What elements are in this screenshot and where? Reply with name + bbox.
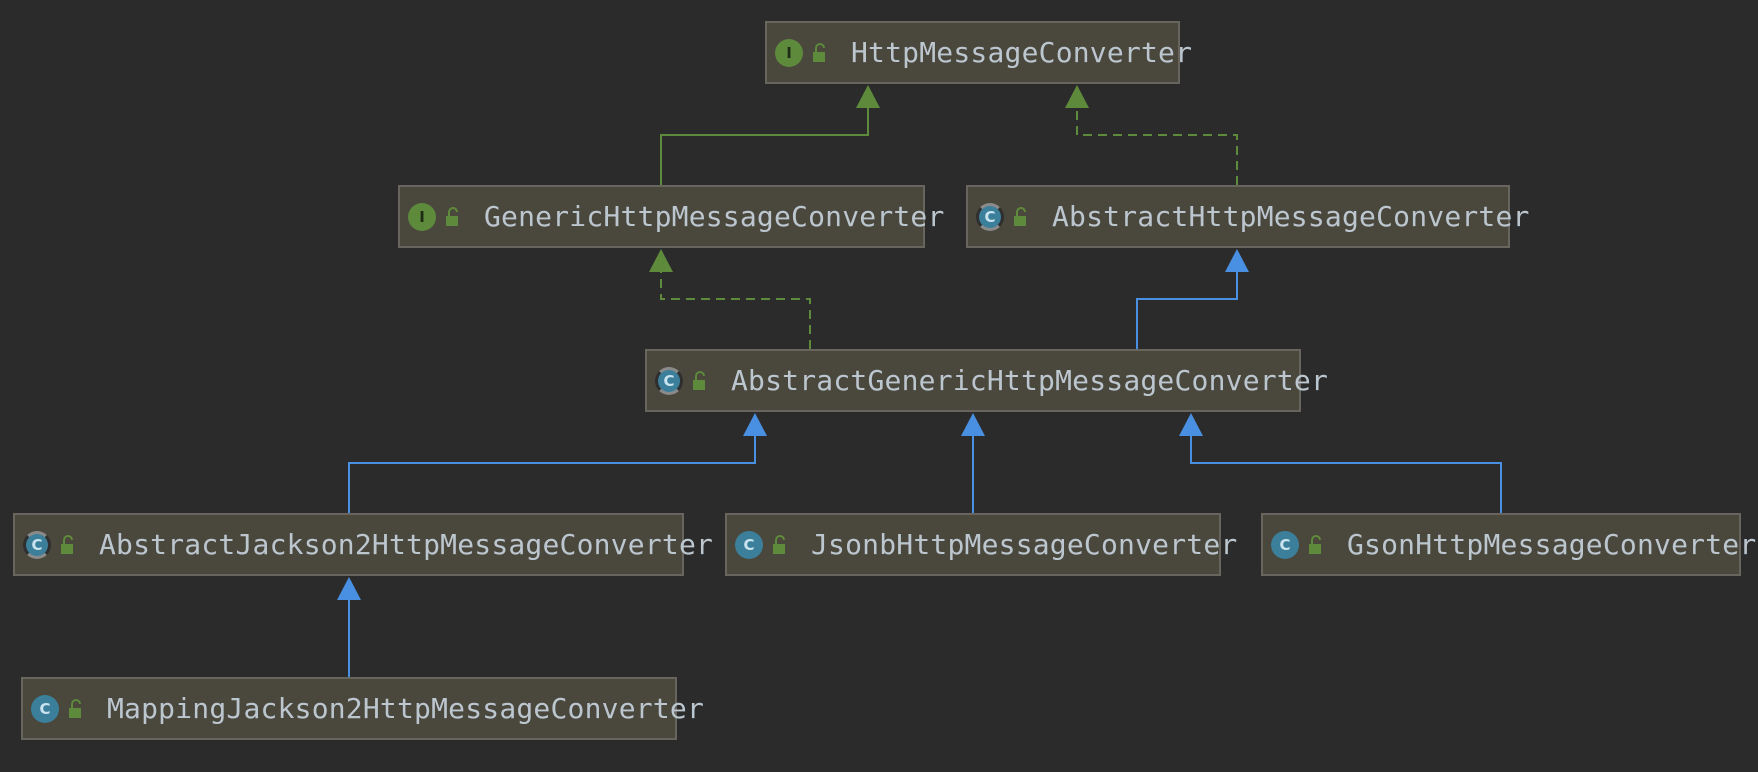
arrowhead-blue <box>743 413 767 436</box>
class-icon: C <box>735 530 763 559</box>
abstract-class-icon: C <box>655 366 683 395</box>
abstract-class-icon: C <box>976 202 1004 231</box>
node-generichttpmessageconverter[interactable]: I GenericHttpMessageConverter <box>398 185 944 248</box>
arrowhead-blue <box>961 413 985 436</box>
interface-icon: I <box>408 202 436 231</box>
node-jsonbhttpmessageconverter[interactable]: C JsonbHttpMessageConverter <box>725 513 1237 576</box>
edge-abstractgeneric-to-generic <box>660 269 811 349</box>
class-name: AbstractHttpMessageConverter <box>1052 200 1530 233</box>
public-lock-icon <box>773 534 785 554</box>
edge-abstractjackson2-to-abstractgeneric <box>348 433 756 513</box>
interface-icon: I <box>775 38 803 67</box>
class-name: MappingJackson2HttpMessageConverter <box>107 692 705 725</box>
arrowhead-blue <box>337 577 361 600</box>
public-lock-icon <box>69 698 81 718</box>
node-httpmessageconverter[interactable]: I HttpMessageConverter <box>765 21 1192 84</box>
abstract-class-icon: C <box>23 530 51 559</box>
class-icon: C <box>1271 530 1299 559</box>
class-name: HttpMessageConverter <box>851 36 1193 69</box>
arrowhead-green <box>1065 85 1089 108</box>
class-name: AbstractJackson2HttpMessageConverter <box>99 528 714 561</box>
public-lock-icon <box>813 42 825 62</box>
arrowhead-green <box>856 85 880 108</box>
edge-abstractgeneric-to-abstract <box>1136 269 1238 349</box>
node-mappingjackson2httpmessageconverter[interactable]: C MappingJackson2HttpMessageConverter <box>21 677 704 740</box>
class-name: GenericHttpMessageConverter <box>484 200 945 233</box>
public-lock-icon <box>446 206 458 226</box>
public-lock-icon <box>1014 206 1026 226</box>
edge-gson-to-abstractgeneric <box>1190 433 1502 513</box>
arrowhead-blue <box>1179 413 1203 436</box>
arrowhead-green <box>649 249 673 272</box>
arrowhead-blue <box>1225 249 1249 272</box>
public-lock-icon <box>61 534 73 554</box>
node-abstractgenerichttpmessageconverter[interactable]: C AbstractGenericHttpMessageConverter <box>645 349 1328 412</box>
public-lock-icon <box>1309 534 1321 554</box>
class-icon: C <box>31 694 59 723</box>
public-lock-icon <box>693 370 705 390</box>
edge-abstract-to-httpmessageconverter <box>1076 105 1238 185</box>
class-name: GsonHttpMessageConverter <box>1347 528 1757 561</box>
class-name: JsonbHttpMessageConverter <box>811 528 1238 561</box>
node-gsonhttpmessageconverter[interactable]: C GsonHttpMessageConverter <box>1261 513 1756 576</box>
edge-generic-to-httpmessageconverter <box>660 105 869 185</box>
node-abstracthttpmessageconverter[interactable]: C AbstractHttpMessageConverter <box>966 185 1529 248</box>
node-abstractjackson2httpmessageconverter[interactable]: C AbstractJackson2HttpMessageConverter <box>13 513 713 576</box>
class-name: AbstractGenericHttpMessageConverter <box>731 364 1329 397</box>
